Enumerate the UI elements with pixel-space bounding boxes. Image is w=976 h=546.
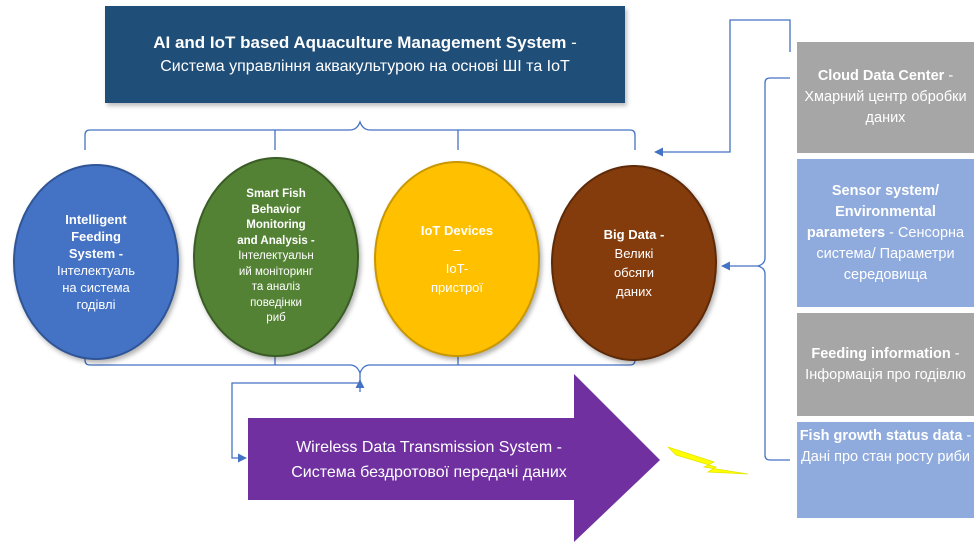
- transmission-subtitle: Система бездротової передачі даних: [291, 464, 567, 481]
- system-title-box: AI and IoT based Aquaculture Management …: [105, 6, 625, 103]
- transmission-arrow: [248, 374, 660, 542]
- system-subtitle: Система управління аквакультурою на осно…: [160, 57, 570, 75]
- iot-devices-ellipse: IoT Devices – IoT- пристрої: [374, 161, 540, 357]
- system-title: AI and IoT based Aquaculture Management …: [153, 32, 577, 52]
- top-brace: [84, 120, 636, 150]
- feeding-information-box: Feeding information - Інформація про год…: [795, 311, 976, 418]
- intelligent-feeding-ellipse: Intelligent Feeding System - Інтелектуал…: [13, 164, 179, 360]
- lightning-bolt-icon: [667, 446, 749, 475]
- right-bracket: [755, 77, 790, 461]
- fish-growth-status-box: Fish growth status data - Дані про стан …: [795, 420, 976, 520]
- cloud-data-center-box: Cloud Data Center - Хмарний центр обробк…: [795, 40, 976, 155]
- transmission-label: Wireless Data Transmission System - Сист…: [248, 420, 610, 500]
- cloud-to-system: [654, 19, 791, 157]
- fish-behavior-ellipse: Smart Fish Behavior Monitoring and Analy…: [193, 157, 359, 357]
- bottom-brace: [84, 345, 636, 375]
- transmission-title: Wireless Data Transmission System -: [296, 439, 562, 456]
- sensor-system-box: Sensor system/ Environmental parameters …: [795, 157, 976, 309]
- big-data-ellipse: Big Data - Великі обсяги даних: [551, 165, 717, 361]
